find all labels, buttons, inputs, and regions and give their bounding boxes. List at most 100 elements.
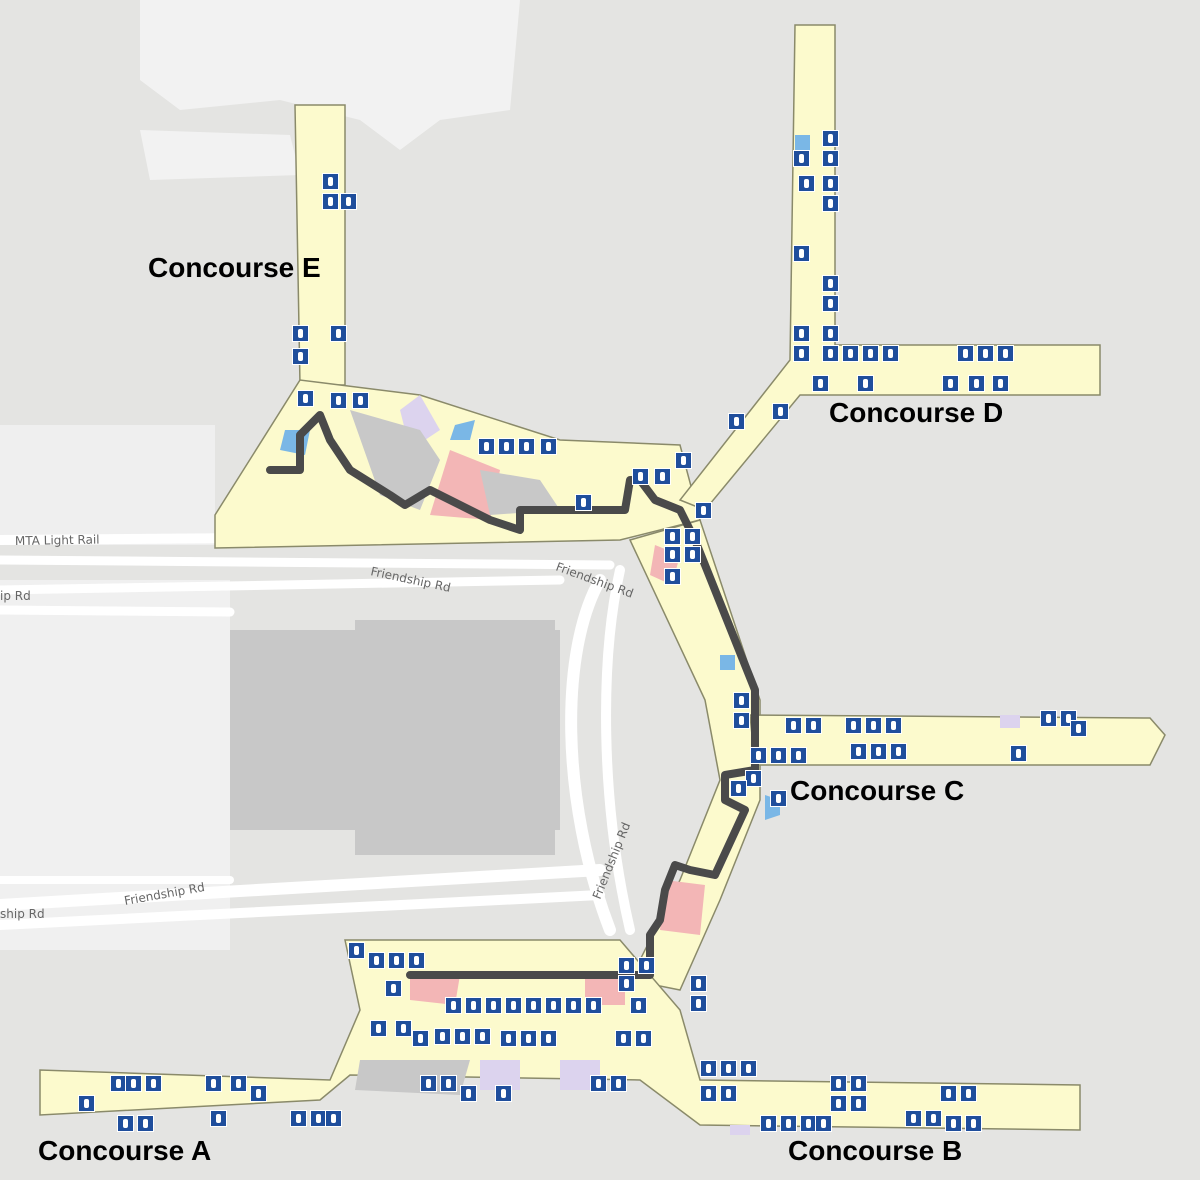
restaurant-icon	[857, 375, 874, 392]
restroom-icon	[812, 375, 829, 392]
restaurant-icon	[822, 130, 839, 147]
family-restroom-icon	[520, 1030, 537, 1047]
family-restroom-icon	[870, 743, 887, 760]
family-restroom-icon	[822, 275, 839, 292]
restaurant-icon	[733, 692, 750, 709]
family-restroom-icon	[145, 1075, 162, 1092]
road-label-left: ip Rd	[0, 589, 31, 603]
restaurant-icon	[790, 747, 807, 764]
elevator-icon	[865, 717, 882, 734]
restroom-icon	[412, 1030, 429, 1047]
road-label-left-2: ship Rd	[0, 907, 45, 921]
restroom-icon	[540, 1030, 557, 1047]
restaurant-icon	[292, 348, 309, 365]
elevator-icon	[590, 1075, 607, 1092]
restroom-icon	[322, 173, 339, 190]
restroom-icon	[830, 1095, 847, 1112]
restroom-icon	[1010, 745, 1027, 762]
restroom-icon	[330, 325, 347, 342]
elevator-icon	[454, 1028, 471, 1045]
restroom-icon	[965, 1115, 982, 1132]
family-restroom-icon	[684, 546, 701, 563]
restaurant-icon	[545, 997, 562, 1014]
restaurant-icon	[250, 1085, 267, 1102]
family-restroom-icon	[720, 1060, 737, 1077]
restroom-icon	[992, 375, 1009, 392]
restroom-icon	[230, 1075, 247, 1092]
elevator-icon	[500, 1030, 517, 1047]
restroom-icon	[675, 452, 692, 469]
family-restroom-icon	[997, 345, 1014, 362]
restaurant-icon	[575, 494, 592, 511]
family-restroom-icon	[772, 403, 789, 420]
elevator-icon	[690, 995, 707, 1012]
concourse-d-label: Concourse D	[829, 397, 1004, 428]
restroom-icon	[618, 957, 635, 974]
restroom-icon	[664, 528, 681, 545]
family-restroom-icon	[968, 375, 985, 392]
elevator-icon	[340, 193, 357, 210]
family-restroom-icon	[388, 952, 405, 969]
restroom-icon	[822, 175, 839, 192]
elevator-icon	[822, 150, 839, 167]
elevator-icon	[368, 952, 385, 969]
restaurant-icon	[635, 1030, 652, 1047]
elevator-icon	[793, 245, 810, 262]
family-restroom-icon	[630, 997, 647, 1014]
restaurant-icon	[845, 717, 862, 734]
restroom-icon	[793, 150, 810, 167]
elevator-icon	[977, 345, 994, 362]
restroom-icon	[78, 1095, 95, 1112]
elevator-icon	[297, 390, 314, 407]
family-restroom-icon	[505, 997, 522, 1014]
family-restroom-icon	[420, 1075, 437, 1092]
restaurant-icon	[695, 502, 712, 519]
family-restroom-icon	[793, 345, 810, 362]
family-restroom-icon	[610, 1075, 627, 1092]
restaurant-icon	[684, 528, 701, 545]
restroom-icon	[890, 743, 907, 760]
family-restroom-icon	[292, 325, 309, 342]
family-restroom-icon	[945, 1115, 962, 1132]
family-restroom-icon	[585, 997, 602, 1014]
restaurant-icon	[325, 1110, 342, 1127]
restaurant-icon	[793, 325, 810, 342]
restaurant-icon	[690, 975, 707, 992]
restaurant-icon	[385, 980, 402, 997]
family-restroom-icon	[785, 717, 802, 734]
restaurant-icon	[850, 1095, 867, 1112]
restroom-icon	[805, 717, 822, 734]
elevator-icon	[210, 1110, 227, 1127]
family-restroom-icon	[290, 1110, 307, 1127]
restroom-icon	[440, 1075, 457, 1092]
restaurant-icon	[957, 345, 974, 362]
restroom-icon	[525, 997, 542, 1014]
restaurant-icon	[478, 438, 495, 455]
restaurant-icon	[460, 1085, 477, 1102]
family-restroom-icon	[205, 1075, 222, 1092]
family-restroom-icon	[750, 747, 767, 764]
family-restroom-icon	[395, 1020, 412, 1037]
restroom-icon	[1040, 710, 1057, 727]
concourse-b-label: Concourse B	[788, 1135, 963, 1166]
restaurant-icon	[745, 770, 762, 787]
elevator-icon	[815, 1115, 832, 1132]
restroom-icon	[445, 997, 462, 1014]
restaurant-icon	[822, 195, 839, 212]
restaurant-icon	[842, 345, 859, 362]
family-restroom-icon	[940, 1085, 957, 1102]
restroom-icon	[822, 345, 839, 362]
roads	[0, 530, 635, 936]
restaurant-icon	[434, 1028, 451, 1045]
restroom-icon	[822, 295, 839, 312]
elevator-icon	[728, 413, 745, 430]
restaurant-icon	[465, 997, 482, 1014]
elevator-icon	[720, 1085, 737, 1102]
elevator-icon	[370, 1020, 387, 1037]
light-rail-label: MTA Light Rail	[15, 533, 100, 548]
restroom-icon	[770, 747, 787, 764]
family-restroom-icon	[882, 345, 899, 362]
family-restroom-icon	[760, 1115, 777, 1132]
road-label-1: Friendship Rd	[369, 564, 452, 595]
restaurant-icon	[905, 1110, 922, 1127]
